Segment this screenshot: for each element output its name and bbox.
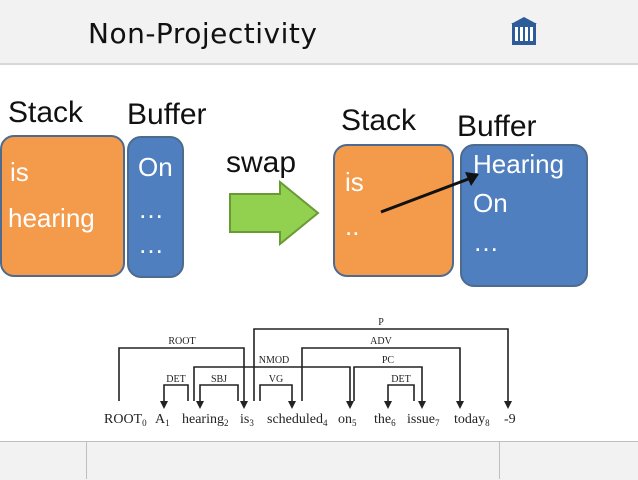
tree-word: today8	[454, 412, 490, 428]
arc-label-vg: VG	[269, 374, 283, 385]
arc-label-pc: PC	[382, 355, 395, 366]
footer-divider	[86, 441, 87, 479]
right-stack-box	[333, 144, 454, 277]
tree-word: scheduled4	[267, 412, 328, 428]
tree-word: is3	[240, 412, 254, 428]
left-buffer-item: …	[138, 194, 164, 224]
arc-label-root: ROOT	[168, 336, 195, 347]
left-stack-item: is	[10, 157, 29, 187]
tree-word: on5	[338, 412, 357, 428]
right-stack-label: Stack	[341, 104, 417, 137]
left-buffer-label: Buffer	[127, 98, 207, 131]
dependency-tree: P ROOT ADV NMOD PC DET SBJ VG DET ROOT0 …	[92, 301, 539, 433]
left-stack-label: Stack	[8, 96, 84, 129]
arc-label-det: DET	[166, 374, 185, 385]
university-logo-icon	[511, 17, 537, 45]
footer-bar	[0, 441, 638, 480]
left-buffer-item: …	[138, 229, 164, 259]
swap-label: swap	[226, 146, 297, 179]
right-buffer-item: On	[473, 188, 508, 218]
tree-word: hearing2	[182, 412, 228, 428]
right-buffer-item: Hearing	[473, 149, 565, 179]
tree-word: -9	[504, 412, 516, 427]
tree-word: the6	[374, 412, 396, 428]
left-buffer-item: On	[138, 152, 173, 182]
swap-arrow-icon	[229, 180, 320, 246]
tree-word: issue7	[407, 412, 440, 428]
slide-title: Non-Projectivity	[88, 17, 318, 50]
footer-divider	[499, 441, 500, 479]
arc-label-det: DET	[391, 374, 410, 385]
tree-word: ROOT0	[104, 412, 147, 428]
left-stack-box	[0, 135, 125, 277]
right-buffer-label: Buffer	[457, 110, 537, 143]
right-buffer-box	[460, 144, 588, 287]
right-stack-item: ..	[345, 211, 360, 241]
arc-label-nmod: NMOD	[259, 355, 290, 366]
left-stack-item: hearing	[8, 203, 95, 233]
arc-label-p: P	[378, 317, 384, 328]
left-buffer-box	[127, 136, 184, 278]
right-stack-item: is	[345, 167, 364, 197]
move-arrow-icon	[380, 172, 479, 214]
arc-label-adv: ADV	[370, 336, 392, 347]
arc-label-sbj: SBJ	[211, 374, 227, 385]
tree-word: A1	[155, 412, 170, 428]
right-buffer-item: …	[473, 227, 499, 257]
